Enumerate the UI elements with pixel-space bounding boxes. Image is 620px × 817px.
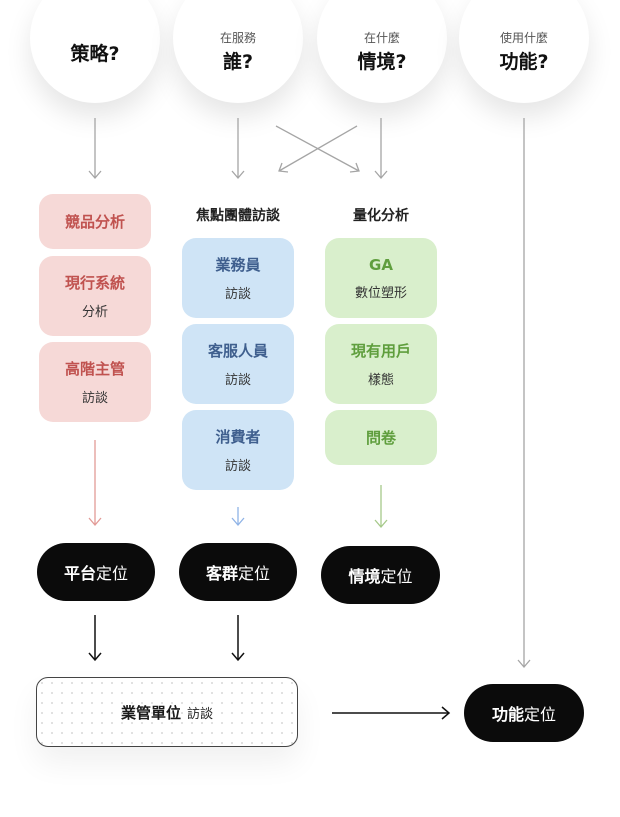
business-unit-label: 業管單位 bbox=[120, 703, 181, 722]
card-subtitle: 訪談 bbox=[224, 459, 251, 474]
card-title: 客服人員 bbox=[207, 342, 268, 360]
context-positioning-pill: 情境定位 bbox=[321, 546, 440, 604]
question-context-label: 情境? bbox=[357, 51, 407, 73]
card-title: GA bbox=[369, 255, 393, 274]
card-subtitle: 訪談 bbox=[81, 391, 108, 406]
arrow-context-down bbox=[374, 118, 388, 179]
pill-rest: 定位 bbox=[238, 564, 271, 583]
card-title: 現行系統 bbox=[64, 274, 125, 292]
arrow-strategy-down bbox=[88, 118, 102, 179]
arrow-platform-down bbox=[88, 615, 102, 662]
card-current-system: 現行系統 分析 bbox=[39, 256, 151, 336]
pill-bold: 客群 bbox=[205, 564, 238, 583]
question-who: 在服務 誰? bbox=[173, 0, 303, 103]
question-context-prefix: 在什麼 bbox=[363, 31, 400, 45]
arrow-who-down bbox=[231, 118, 245, 179]
pill-bold: 功能 bbox=[491, 705, 524, 724]
business-unit-sub: 訪談 bbox=[187, 706, 214, 722]
feature-positioning-pill: 功能定位 bbox=[464, 684, 584, 742]
arrow-unit-right bbox=[332, 706, 451, 720]
card-existing-users: 現有用戶 樣態 bbox=[325, 324, 437, 404]
question-feature: 使用什麼 功能? bbox=[459, 0, 589, 103]
arrow-audience-down bbox=[231, 615, 245, 662]
card-title: 競品分析 bbox=[64, 213, 125, 231]
card-title: 高階主管 bbox=[64, 360, 125, 378]
question-strategy-label: 策略? bbox=[70, 43, 120, 65]
card-title: 現有用戶 bbox=[350, 342, 411, 360]
arrow-red-down bbox=[88, 440, 102, 526]
business-unit-interview-box: 業管單位 訪談 bbox=[36, 677, 298, 747]
pill-bold: 情境 bbox=[348, 567, 381, 586]
card-title: 問卷 bbox=[365, 429, 396, 447]
question-context: 在什麼 情境? bbox=[317, 0, 447, 103]
card-executive-interview: 高階主管 訪談 bbox=[39, 342, 151, 422]
card-subtitle: 數位塑形 bbox=[354, 285, 407, 301]
card-subtitle: 訪談 bbox=[224, 287, 251, 302]
pill-rest: 定位 bbox=[96, 564, 129, 583]
card-ga: GA 數位塑形 bbox=[325, 238, 437, 318]
arrow-feature-down bbox=[517, 118, 531, 668]
platform-positioning-pill: 平台定位 bbox=[37, 543, 155, 601]
card-title: 業務員 bbox=[215, 256, 261, 274]
pill-bold: 平台 bbox=[63, 564, 96, 583]
arrow-blue-down bbox=[231, 507, 245, 526]
question-feature-label: 功能? bbox=[499, 51, 549, 73]
quant-analysis-header: 量化分析 bbox=[353, 208, 409, 224]
audience-positioning-pill: 客群定位 bbox=[179, 543, 297, 601]
card-competitor-analysis: 競品分析 bbox=[39, 194, 151, 249]
question-strategy: 策略? bbox=[30, 0, 160, 103]
question-who-prefix: 在服務 bbox=[219, 31, 256, 45]
pill-rest: 定位 bbox=[524, 705, 557, 724]
card-subtitle: 樣態 bbox=[367, 373, 394, 388]
card-customer-service: 客服人員 訪談 bbox=[182, 324, 294, 404]
focus-group-header: 焦點團體訪談 bbox=[196, 208, 280, 224]
arrow-green-down bbox=[374, 485, 388, 528]
pill-rest: 定位 bbox=[380, 567, 413, 586]
question-who-label: 誰? bbox=[222, 51, 254, 73]
card-consumer: 消費者 訪談 bbox=[182, 410, 294, 490]
card-questionnaire: 問卷 bbox=[325, 410, 437, 465]
card-subtitle: 訪談 bbox=[224, 373, 251, 388]
card-salesperson: 業務員 訪談 bbox=[182, 238, 294, 318]
card-subtitle: 分析 bbox=[81, 305, 108, 320]
card-title: 消費者 bbox=[215, 428, 261, 446]
question-feature-prefix: 使用什麼 bbox=[499, 31, 548, 45]
arrow-cross-left bbox=[278, 125, 358, 173]
